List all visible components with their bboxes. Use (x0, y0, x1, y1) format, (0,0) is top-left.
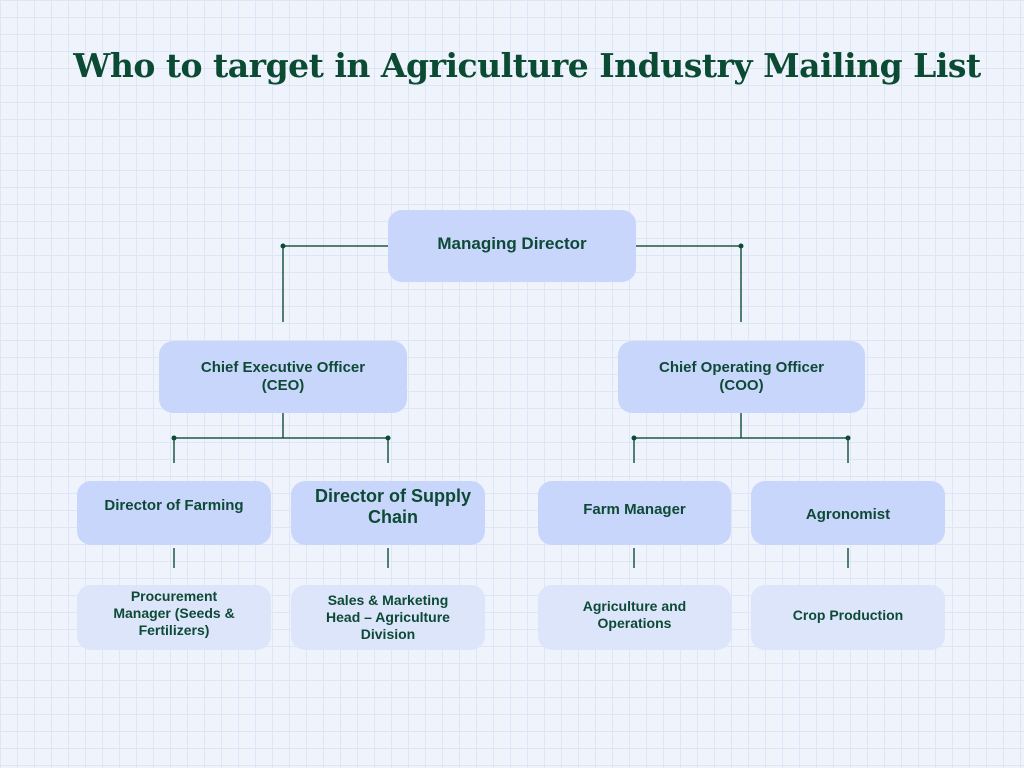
node-crop-production: Crop Production (751, 585, 945, 650)
node-managing-director: Managing Director (388, 210, 636, 282)
node-ceo: Chief Executive Officer (CEO) (159, 341, 407, 413)
node-coo: Chief Operating Officer (COO) (618, 341, 865, 413)
node-director-farming: Director of Farming (77, 481, 271, 545)
page-title: Who to target in Agriculture Industry Ma… (73, 46, 981, 85)
node-sales-marketing-head: Sales & Marketing Head – Agriculture Div… (291, 585, 485, 650)
node-director-supply-chain: Director of Supply Chain (291, 481, 485, 545)
node-agronomist: Agronomist (751, 481, 945, 545)
node-procurement-manager: Procurement Manager (Seeds & Fertilizers… (77, 585, 271, 650)
node-farm-manager: Farm Manager (538, 481, 731, 545)
node-agriculture-operations: Agriculture and Operations (538, 585, 731, 650)
